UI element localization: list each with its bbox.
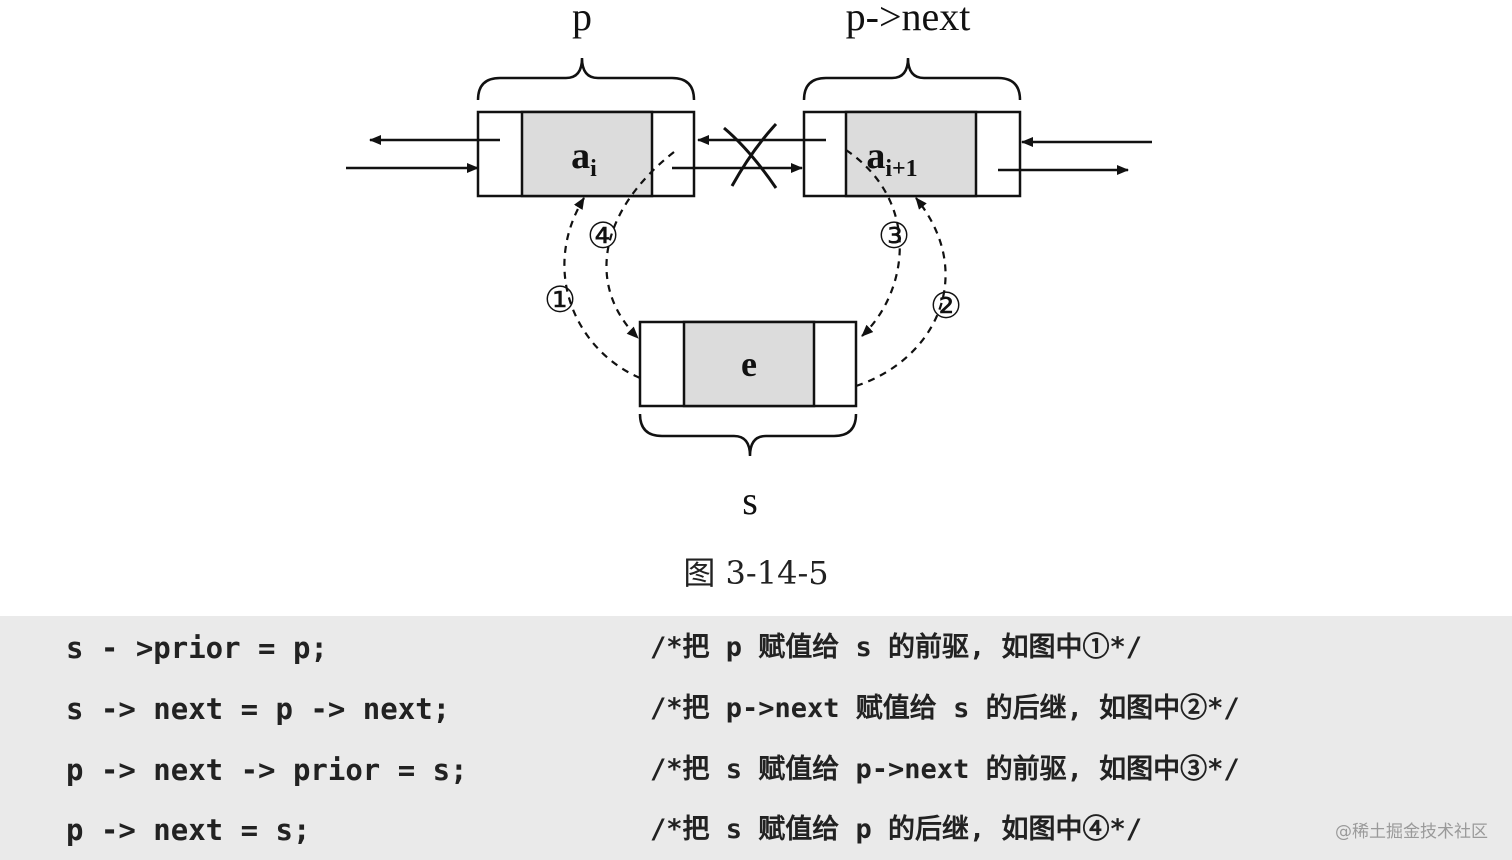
code-line: s - >prior = p; /*把 p 赋值给 s 的前驱, 如图中①*/	[0, 618, 1512, 678]
brace-s	[638, 413, 858, 457]
watermark: @稀土掘金技术社区	[1335, 822, 1488, 842]
step-1-curve	[563, 197, 641, 380]
svg-text:ai: ai	[571, 135, 597, 182]
node-e-value: e	[741, 344, 757, 384]
node-ai-value: a	[571, 135, 590, 177]
code-line: p -> next = s; /*把 s 赋值给 p 的后继, 如图中④*/	[0, 800, 1512, 860]
code-line: p -> next -> prior = s; /*把 s 赋值给 p->nex…	[0, 740, 1512, 800]
code-comment: /*把 s 赋值给 p 的后继, 如图中④*/	[650, 814, 1143, 845]
label-s: s	[742, 478, 758, 523]
node-e: e	[638, 320, 858, 408]
step-2-label: ②	[930, 286, 962, 326]
doubly-linked-list-insert-diagram: p p->next ai ai+1 e ① ② ③ ④	[346, 0, 1152, 523]
step-3-curve	[845, 149, 901, 337]
code-block: s - >prior = p; /*把 p 赋值给 s 的前驱, 如图中①*/ …	[0, 616, 1512, 860]
code-line: s -> next = p -> next; /*把 p->next 赋值给 s…	[0, 679, 1512, 739]
code-comment: /*把 p->next 赋值给 s 的后继, 如图中②*/	[650, 693, 1240, 724]
node-ai-plus-1-subscript: i+1	[885, 156, 917, 182]
code-comment: /*把 p 赋值给 s 的前驱, 如图中①*/	[650, 632, 1143, 663]
cross-mark	[723, 122, 778, 189]
node-ai-plus-1: ai+1	[802, 110, 1022, 198]
code-statement: p -> next -> prior = s;	[66, 753, 468, 787]
node-ai: ai	[476, 110, 696, 198]
code-comment: /*把 s 赋值给 p->next 的前驱, 如图中③*/	[650, 754, 1240, 785]
code-statement: p -> next = s;	[66, 813, 311, 847]
step-2-curve	[855, 197, 947, 388]
code-statement: s -> next = p -> next;	[66, 692, 451, 726]
brace-p	[476, 57, 696, 101]
brace-p-next	[802, 57, 1022, 101]
step-1-label: ①	[544, 280, 576, 320]
step-3-label: ③	[878, 216, 910, 256]
step-4-curve	[605, 151, 675, 339]
step-4-label: ④	[587, 216, 619, 256]
label-p: p	[572, 0, 592, 39]
figure-caption: 图 3-14-5	[683, 554, 829, 592]
label-p-next: p->next	[846, 0, 971, 39]
node-ai-plus-1-value: a	[866, 135, 885, 177]
code-statement: s - >prior = p;	[66, 631, 328, 665]
node-ai-subscript: i	[590, 156, 597, 182]
svg-text:ai+1: ai+1	[866, 135, 917, 182]
